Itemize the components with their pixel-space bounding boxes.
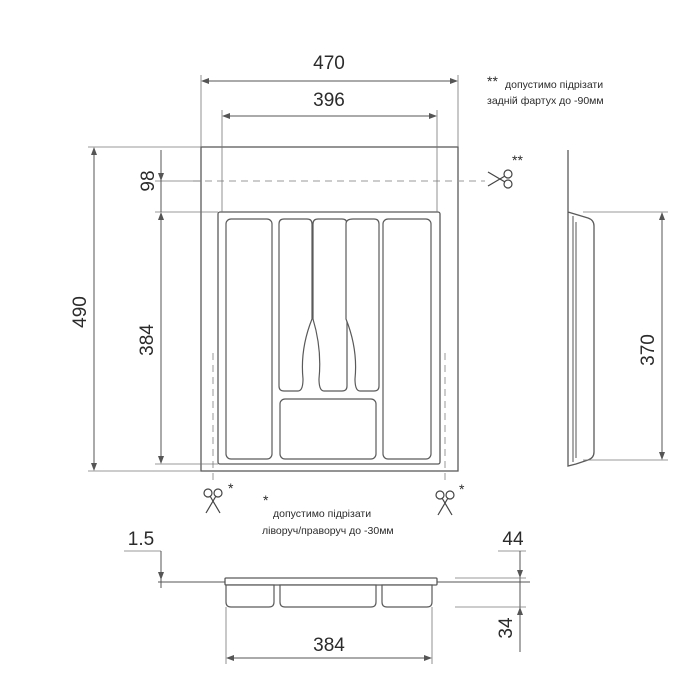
dim-cut-back: 98 xyxy=(138,170,159,191)
side-cut-note-line1: допустимо підрізати xyxy=(273,508,371,520)
profile-cell-middle xyxy=(279,584,377,608)
scissors-icon xyxy=(435,490,455,516)
dim-bottom-width: 384 xyxy=(313,635,345,656)
dim-wall-thickness: 1.5 xyxy=(128,529,154,550)
profile-rim xyxy=(224,577,438,586)
dim-inner-depth: 384 xyxy=(137,324,158,356)
dim-outer-depth: 490 xyxy=(70,296,91,328)
side-cut-mark: * xyxy=(263,492,269,508)
back-cut-note-line1: допустимо підрізати xyxy=(505,79,603,91)
front-profile: 1.5 44 34 384 xyxy=(124,529,530,664)
compartment-narrow-1 xyxy=(278,218,313,392)
left-scissors-mark: * xyxy=(228,480,234,496)
dim-outer-width: 470 xyxy=(313,53,345,74)
profile-cell-left xyxy=(225,584,275,608)
compartment-front-wide xyxy=(279,398,377,460)
dim-side-depth: 370 xyxy=(638,334,659,366)
compartment-narrow-3 xyxy=(345,218,380,392)
top-view: 470 396 490 98 384 ** допустимо підрізат… xyxy=(70,53,604,537)
dim-profile-inner-height: 34 xyxy=(496,617,517,639)
right-scissors-mark: * xyxy=(459,481,465,497)
side-view: 370 xyxy=(567,150,668,467)
side-profile xyxy=(567,150,595,467)
back-scissors-mark: ** xyxy=(512,152,523,168)
back-cut-note-line2: задній фартух до -90мм xyxy=(487,95,604,107)
profile-cell-right xyxy=(381,584,433,608)
scissors-icon xyxy=(487,169,513,189)
side-cut-note-line2: ліворуч/праворуч до -30мм xyxy=(262,525,394,537)
compartment-right-long xyxy=(382,218,432,460)
back-cut-mark: ** xyxy=(487,73,498,89)
dim-inner-width: 396 xyxy=(313,90,345,111)
dim-profile-total-height: 44 xyxy=(502,529,524,550)
scissors-icon xyxy=(203,488,223,514)
compartment-left-long xyxy=(225,218,273,460)
